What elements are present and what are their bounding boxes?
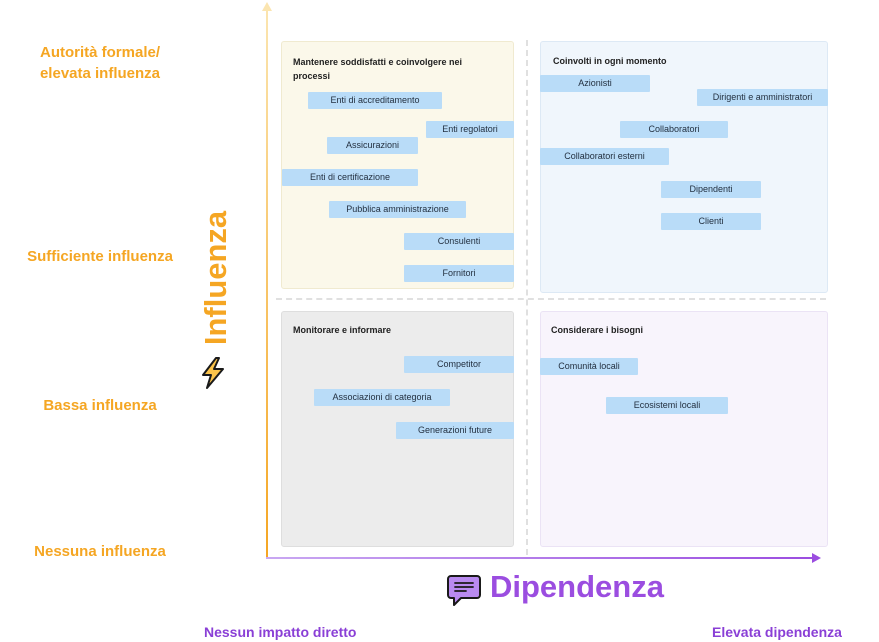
stakeholder-chip: Assicurazioni: [327, 137, 418, 154]
stakeholder-chip: Pubblica amministrazione: [329, 201, 466, 218]
y-axis-title: Influenza: [198, 210, 233, 346]
quadrant-title-top-left: Mantenere soddisfatti e coinvolgere nei …: [293, 57, 463, 81]
chat-bubble-icon: [447, 575, 481, 606]
stakeholder-chip: Comunità locali: [540, 358, 638, 375]
x-axis-line: [266, 557, 814, 559]
stakeholder-chip: Competitor: [404, 356, 514, 373]
quadrant-title-bottom-left: Monitorare e informare: [293, 325, 392, 335]
stakeholder-chip: Consulenti: [404, 233, 514, 250]
horizontal-divider: [276, 298, 826, 300]
stakeholder-chip: Enti regolatori: [426, 121, 514, 138]
stakeholder-chip: Associazioni di categoria: [314, 389, 450, 406]
x-level-right: Elevata dipendenza: [712, 624, 842, 640]
x-axis-title: Dipendenza: [490, 569, 664, 604]
stakeholder-chip: Azionisti: [540, 75, 650, 92]
quadrant-title-top-right: Coinvolti in ogni momento: [553, 56, 667, 66]
lightning-bolt-icon: [202, 357, 224, 389]
stakeholder-chip: Fornitori: [404, 265, 514, 282]
y-level-none: Nessuna influenza: [34, 543, 166, 560]
stakeholder-chip: Collaboratori: [620, 121, 728, 138]
stakeholder-chip: Dipendenti: [661, 181, 761, 198]
stakeholder-chip: Enti di accreditamento: [308, 92, 442, 109]
x-level-left: Nessun impatto diretto: [204, 624, 357, 640]
stakeholder-chip: Enti di certificazione: [282, 169, 418, 186]
stakeholder-chip: Dirigenti e amministratori: [697, 89, 828, 106]
y-level-sufficient: Sufficiente influenza: [27, 248, 173, 265]
y-axis-line: [266, 8, 268, 558]
stakeholder-chip: Collaboratori esterni: [540, 148, 669, 165]
stakeholder-chip: Generazioni future: [396, 422, 514, 439]
quadrant-title-bottom-right: Considerare i bisogni: [551, 325, 644, 335]
y-level-low: Bassa influenza: [43, 397, 157, 414]
stakeholder-chip: Ecosistemi locali: [606, 397, 728, 414]
y-axis-arrow: [262, 2, 272, 11]
vertical-divider: [526, 40, 528, 555]
y-level-formal-authority: Autorità formale/elevata influenza: [39, 44, 161, 82]
quadrant-bottom-right: [540, 311, 828, 547]
y-axis-title-wrap: Influenza: [186, 208, 246, 348]
stakeholder-chip: Clienti: [661, 213, 761, 230]
x-axis-arrow: [812, 553, 821, 563]
